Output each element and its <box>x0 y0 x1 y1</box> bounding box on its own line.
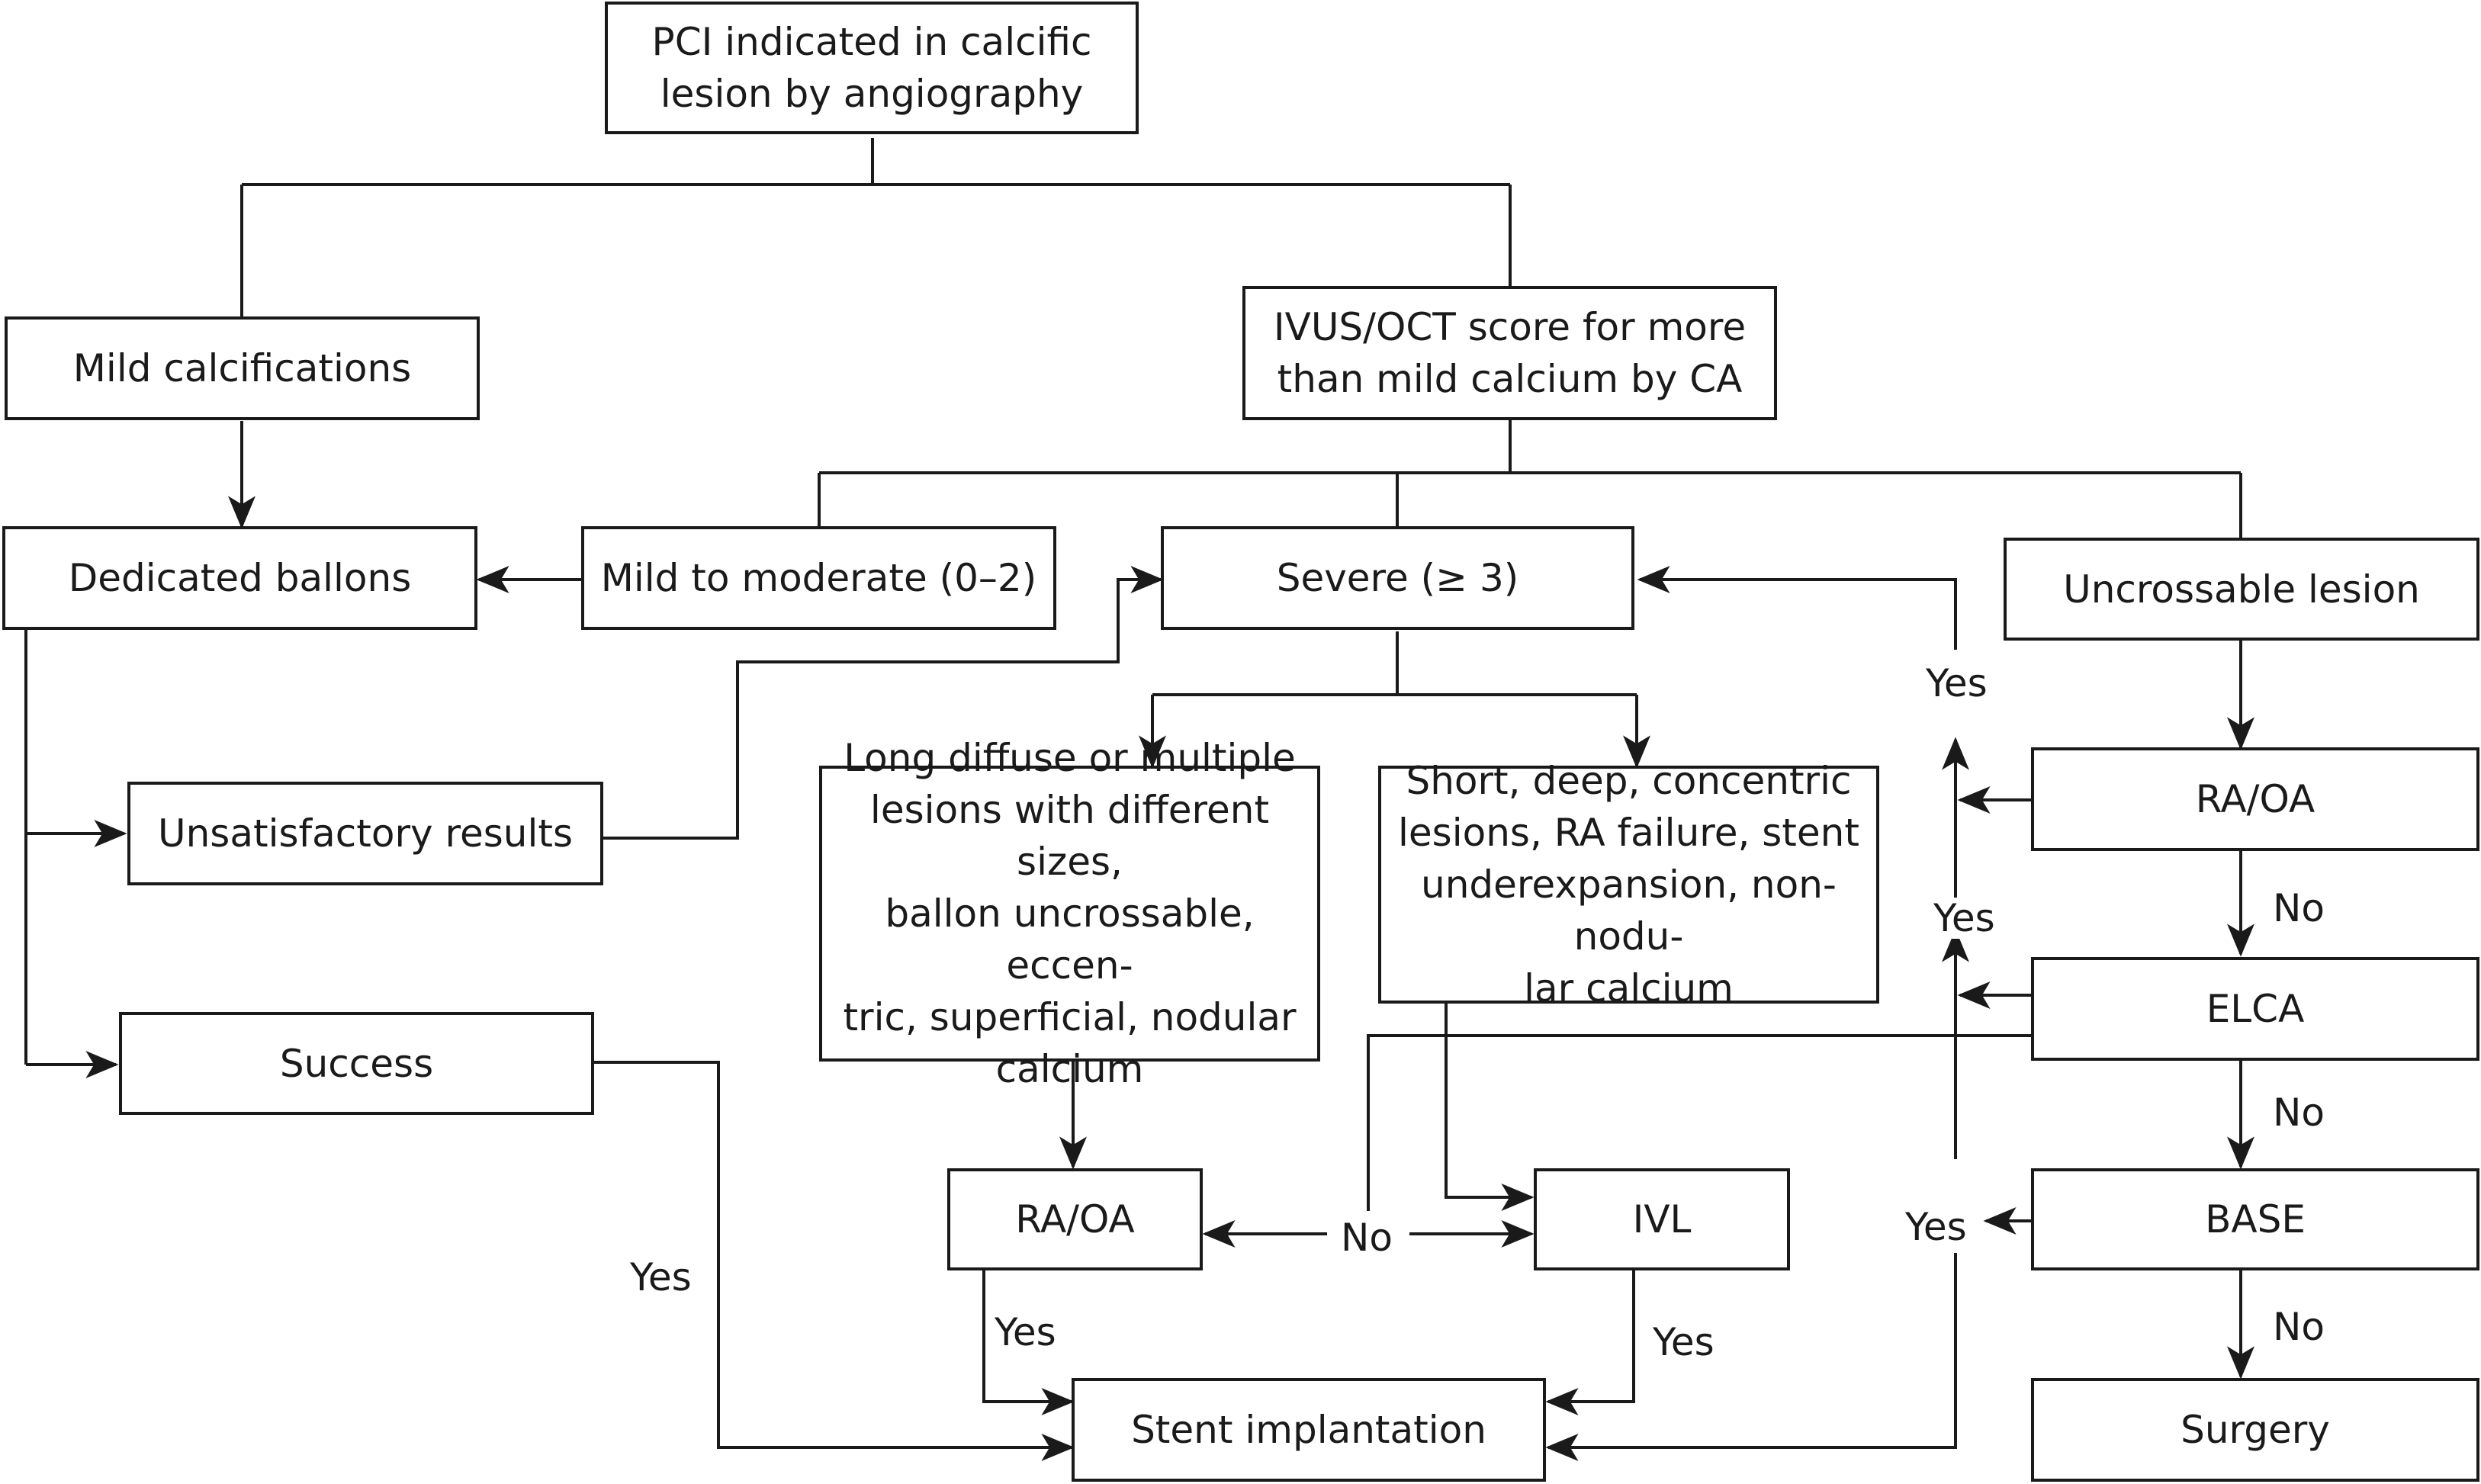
edge-bus-to-stent <box>1545 1253 1957 1461</box>
node-elca: ELCA <box>2031 957 2479 1061</box>
label-yes-raoa: Yes <box>991 1312 1059 1353</box>
edge-ivus-split <box>818 420 2242 538</box>
node-short-deep: Short, deep, concentric lesions, RA fail… <box>1378 759 1879 1010</box>
label-no-elca: No <box>2270 1092 2328 1133</box>
node-mild-to-moderate: Mild to moderate (0–2) <box>581 526 1056 630</box>
edge-ivl-to-stent <box>1545 1270 1635 1415</box>
edge-raoa-to-stent <box>982 1270 1075 1415</box>
label-yes-mid: Yes <box>1930 898 1998 939</box>
label-no-base: No <box>2270 1306 2328 1347</box>
label-yes-ivl: Yes <box>1650 1322 1718 1363</box>
edge-severe-split <box>1152 631 1637 696</box>
label-no-center: No <box>1338 1217 1396 1258</box>
label-yes-base: Yes <box>1902 1206 1970 1248</box>
edge-success-to-stent <box>593 1061 1075 1461</box>
edge-short-to-ivl <box>1445 1004 1535 1211</box>
node-raoa-right: RA/OA <box>2031 747 2479 851</box>
node-dedicated-ballons: Dedicated ballons <box>2 526 477 630</box>
node-long-diffuse: Long diffuse or multiple lesions with di… <box>819 736 1320 1091</box>
node-unsatisfactory-results: Unsatisfactory results <box>127 782 603 885</box>
node-pci-indicated: PCI indicated in calcific lesion by angi… <box>605 2 1139 134</box>
node-raoa-middle: RA/OA <box>947 1168 1203 1270</box>
node-success: Success <box>119 1012 594 1115</box>
label-yes-top: Yes <box>1923 663 1991 704</box>
edge-elca-to-no <box>1367 1034 2031 1211</box>
node-uncrossable-lesion: Uncrossable lesion <box>2004 538 2479 641</box>
edge-pci-split <box>240 138 1512 319</box>
edge-unsat-to-severe <box>603 566 1164 840</box>
node-severe: Severe (≥ 3) <box>1161 526 1634 630</box>
node-mild-calcifications: Mild calcifications <box>5 316 480 420</box>
edge-dedicated-branches <box>24 630 124 1066</box>
node-stent-implantation: Stent implantation <box>1072 1378 1546 1482</box>
label-yes-success: Yes <box>627 1257 695 1298</box>
node-base: BASE <box>2031 1168 2479 1270</box>
node-surgery: Surgery <box>2031 1378 2479 1482</box>
edge-bus-top <box>1637 566 1957 650</box>
label-no-raoa: No <box>2270 888 2328 929</box>
node-ivus-oct-score: IVUS/OCT score for more than mild calciu… <box>1242 286 1777 420</box>
node-ivl: IVL <box>1534 1168 1790 1270</box>
